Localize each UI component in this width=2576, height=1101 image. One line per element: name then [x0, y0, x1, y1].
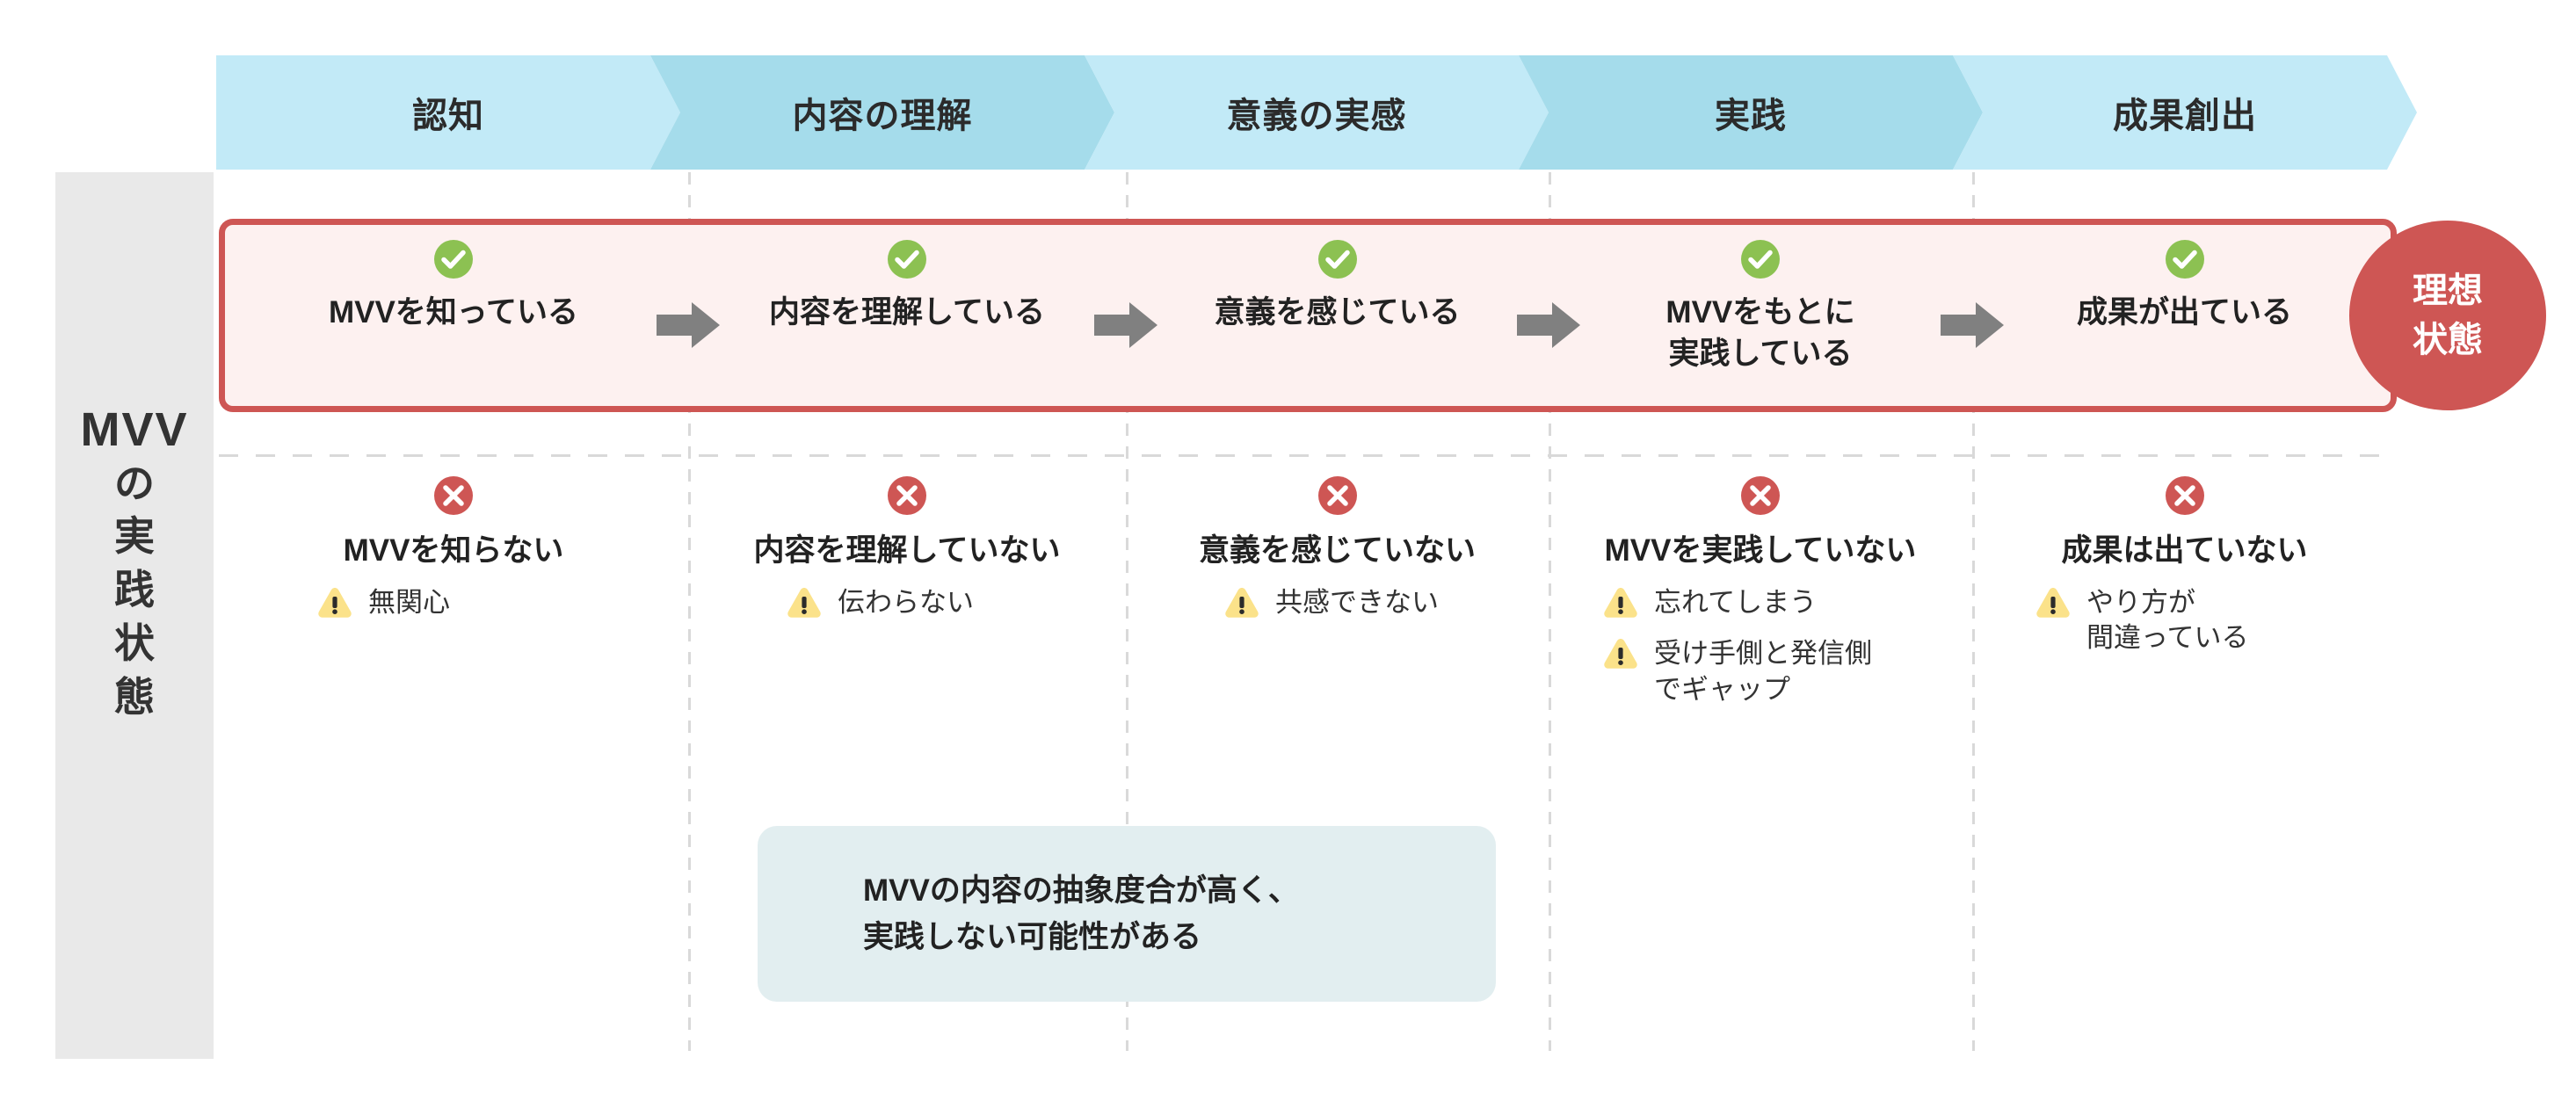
row-label-main: MVV	[80, 402, 189, 456]
x-circle-icon	[2165, 476, 2204, 515]
issue-text: 伝わらない	[838, 586, 974, 618]
flow-arrow-3	[1517, 299, 1580, 356]
warning-triangle-icon	[1604, 587, 1637, 618]
issue-text: 受け手側と発信側 でギャップ	[1654, 638, 1872, 706]
ideal-state-text: MVVをもとに 実践している	[1665, 295, 1855, 371]
check-circle-icon	[1317, 240, 1357, 279]
warning-triangle-icon	[1604, 639, 1637, 670]
warning-triangle-icon	[1225, 587, 1259, 618]
issue-list: 忘れてしまう 受け手側と発信側 でギャップ	[1549, 583, 1972, 709]
gap-state-title: MVVを実践していない	[1604, 533, 1917, 568]
gap-state-title: 成果は出ていない	[2061, 533, 2308, 568]
ideal-state-cell-3: 意義を感じている	[1126, 219, 1549, 412]
row-label-char: 態	[114, 673, 155, 720]
check-circle-icon	[2165, 240, 2204, 279]
ideal-state-text: 意義を感じている	[1214, 295, 1461, 330]
gap-state-cell-4: MVVを実践していない 忘れてしまう 受け手側と発信側 でギャップ	[1549, 474, 1972, 708]
row-label-mvv-practice-state: MVV の実践状態	[55, 172, 214, 1059]
issue-list: 伝わらない	[688, 583, 1126, 621]
row-label-char: 践	[114, 567, 155, 613]
issue-list: やり方が 間違っている	[1972, 583, 2397, 657]
ideal-badge-line-2: 状態	[2413, 321, 2483, 359]
arrow-right-icon	[657, 302, 720, 348]
row-label-vertical: の実践状態	[114, 457, 155, 724]
ideal-state-text: 内容を理解している	[769, 295, 1045, 330]
row-divider	[219, 454, 2397, 457]
column-divider-3	[1549, 172, 1551, 1051]
stage-chevron-3[interactable]: 意義の実感	[1085, 55, 1549, 170]
check-circle-icon	[434, 240, 473, 279]
row-label-char: の	[114, 460, 155, 506]
gap-state-cell-1: MVVを知らない 無関心	[219, 474, 688, 620]
check-circle-icon	[888, 240, 926, 279]
chevron-shape	[650, 55, 1114, 170]
gap-state-cell-3: 意義を感じていない 共感できない	[1126, 474, 1549, 620]
issue-item: 忘れてしまう	[1601, 583, 1817, 621]
callout-abstractness-note: MVVの内容の抽象度合が高く、 実践しない可能性がある	[758, 826, 1496, 1002]
ideal-state-text: 成果が出ている	[2076, 295, 2292, 330]
stage-chevron-2[interactable]: 内容の理解	[650, 55, 1114, 170]
ideal-state-cell-1: MVVを知っている	[219, 219, 688, 412]
chevron-shape	[216, 55, 680, 170]
gap-state-cell-2: 内容を理解していない 伝わらない	[688, 474, 1126, 620]
x-circle-icon	[888, 476, 926, 515]
gap-state-title: 意義を感じていない	[1198, 533, 1476, 568]
stage-label: 意義の実感	[1226, 97, 1407, 135]
stage-label: 実践	[1715, 97, 1787, 135]
row-label-char: 実	[114, 513, 155, 560]
arrow-right-icon	[1517, 302, 1580, 348]
issue-item: 無関心	[316, 583, 450, 621]
warning-triangle-icon	[787, 587, 821, 618]
gap-state-title: 内容を理解していない	[753, 533, 1061, 568]
ideal-state-cell-2: 内容を理解している	[688, 219, 1126, 412]
ideal-state-cell-5: 成果が出ている	[1972, 219, 2397, 412]
chevron-shape	[1085, 55, 1549, 170]
flow-arrow-4	[1941, 299, 2004, 356]
ideal-state-badge: 理想 状態	[2349, 221, 2546, 410]
stage-label: 認知	[412, 97, 484, 135]
flow-arrow-2	[1094, 299, 1157, 356]
issue-item: 伝わらない	[785, 583, 974, 621]
stage-label: 成果創出	[2113, 97, 2257, 135]
flow-arrow-1	[657, 299, 720, 356]
gap-state-cell-5: 成果は出ていない やり方が 間違っている	[1972, 474, 2397, 656]
issue-list: 無関心	[219, 583, 688, 621]
stage-header-row: 認知 内容の理解 意義の実感 実践 成果創出	[216, 55, 2417, 170]
chevron-shape	[1519, 55, 1983, 170]
stage-chevron-5[interactable]: 成果創出	[1953, 55, 2417, 170]
issue-text: やり方が 間違っている	[2086, 586, 2249, 654]
column-divider-1	[688, 172, 691, 1051]
row-label-char: 状	[114, 619, 155, 666]
stage-chevron-4[interactable]: 実践	[1519, 55, 1983, 170]
column-divider-4	[1972, 172, 1975, 1051]
issue-text: 共感できない	[1275, 586, 1439, 618]
ideal-state-band	[219, 219, 2397, 412]
arrow-right-icon	[1941, 302, 2004, 348]
warning-triangle-icon	[318, 587, 352, 618]
gap-state-title: MVVを知らない	[343, 533, 564, 568]
x-circle-icon	[434, 476, 473, 515]
callout-text: MVVの内容の抽象度合が高く、 実践しない可能性がある	[863, 873, 1299, 954]
ideal-badge-line-1: 理想	[2413, 272, 2483, 310]
issue-item: やり方が 間違っている	[2034, 583, 2248, 657]
issue-text: 忘れてしまう	[1654, 586, 1818, 618]
column-divider-2	[1126, 172, 1128, 1051]
ideal-state-cell-4: MVVをもとに 実践している	[1549, 219, 1972, 412]
x-circle-icon	[1741, 476, 1780, 515]
ideal-state-text: MVVを知っている	[328, 295, 579, 330]
chevron-shape	[1953, 55, 2417, 170]
check-circle-icon	[1741, 240, 1780, 279]
x-circle-icon	[1317, 476, 1357, 515]
issue-item: 共感できない	[1223, 583, 1439, 621]
issue-item: 受け手側と発信側 でギャップ	[1601, 634, 1872, 708]
issue-list: 共感できない	[1126, 583, 1549, 621]
arrow-right-icon	[1094, 302, 1157, 348]
issue-text: 無関心	[368, 586, 450, 618]
stage-chevron-1[interactable]: 認知	[216, 55, 680, 170]
warning-triangle-icon	[2036, 587, 2070, 618]
stage-label: 内容の理解	[792, 97, 973, 135]
